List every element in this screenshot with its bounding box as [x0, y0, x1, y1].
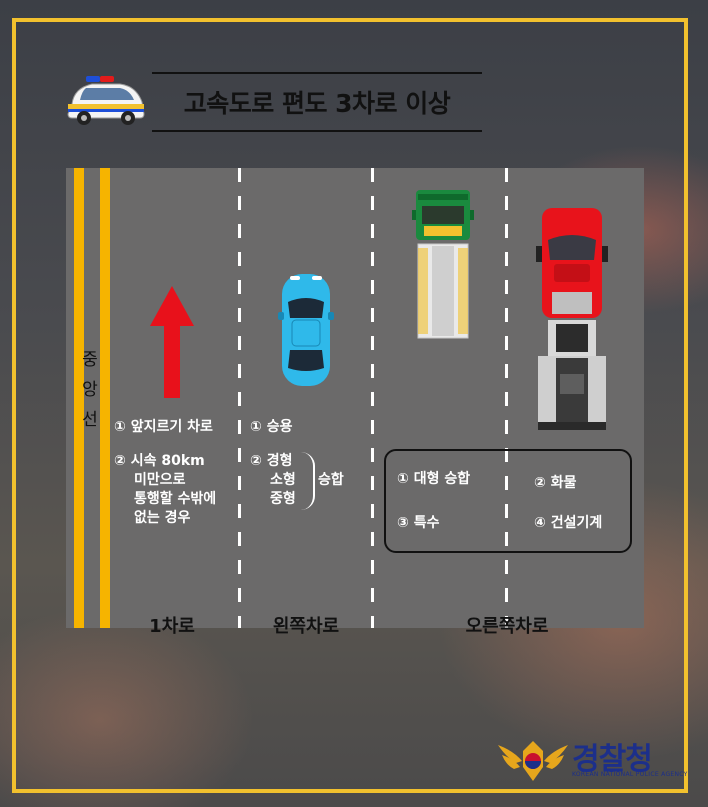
right-lane-item3: ③ 특수 — [397, 515, 440, 531]
center-line-label: 중 앙 선 — [80, 345, 100, 435]
blue-car-icon — [278, 274, 334, 386]
left-lane-item2-suffix: 승합 — [318, 472, 344, 488]
left-lane-item2-line3: 중형 — [270, 491, 296, 507]
bracket — [301, 452, 315, 510]
yellow-frame — [12, 18, 688, 793]
center-line-char: 선 — [82, 410, 98, 430]
lane1-item2-line4: 없는 경우 — [134, 510, 191, 526]
right-lane-box — [384, 449, 632, 553]
center-line-right — [100, 168, 110, 628]
left-lane-item2-line2: 소형 — [270, 472, 296, 488]
logo-name: 경찰청 — [572, 742, 653, 777]
police-car-icon — [67, 76, 145, 125]
lane1-item2-line3: 통행할 수밖에 — [134, 491, 217, 507]
lane-divider-1 — [238, 168, 241, 628]
lane1-item2-line2: 미만으로 — [134, 472, 186, 488]
right-lane-item4: ④ 건설기계 — [534, 515, 603, 531]
lane1-item2-line1: ② 시속 80km — [114, 453, 205, 469]
police-emblem-icon — [498, 741, 568, 781]
center-line-char: 앙 — [82, 380, 98, 400]
red-truck-icon — [536, 208, 608, 430]
green-truck-icon — [412, 190, 474, 339]
center-line-char: 중 — [82, 350, 98, 370]
logo-subtitle: KOREAN NATIONAL POLICE AGENCY — [572, 771, 688, 778]
lane-name-1: 1차로 — [149, 616, 195, 637]
right-lane-item2: ② 화물 — [534, 475, 577, 491]
title-box: 고속도로 편도 3차로 이상 — [152, 72, 482, 132]
lane-divider-3 — [505, 168, 508, 628]
left-lane-item2-line1: ② 경형 — [250, 453, 293, 469]
lane-divider-2 — [371, 168, 374, 628]
center-line-left — [74, 168, 84, 628]
right-lane-item1: ① 대형 승합 — [397, 471, 471, 487]
page-title: 고속도로 편도 3차로 이상 — [183, 89, 451, 118]
up-arrow-icon — [150, 286, 194, 398]
left-lane-item1: ① 승용 — [250, 419, 293, 435]
lane-name-left: 왼쪽차로 — [272, 616, 340, 637]
lane-name-right: 오른쪽차로 — [465, 616, 549, 637]
lane1-item1: ① 앞지르기 차로 — [114, 419, 213, 435]
